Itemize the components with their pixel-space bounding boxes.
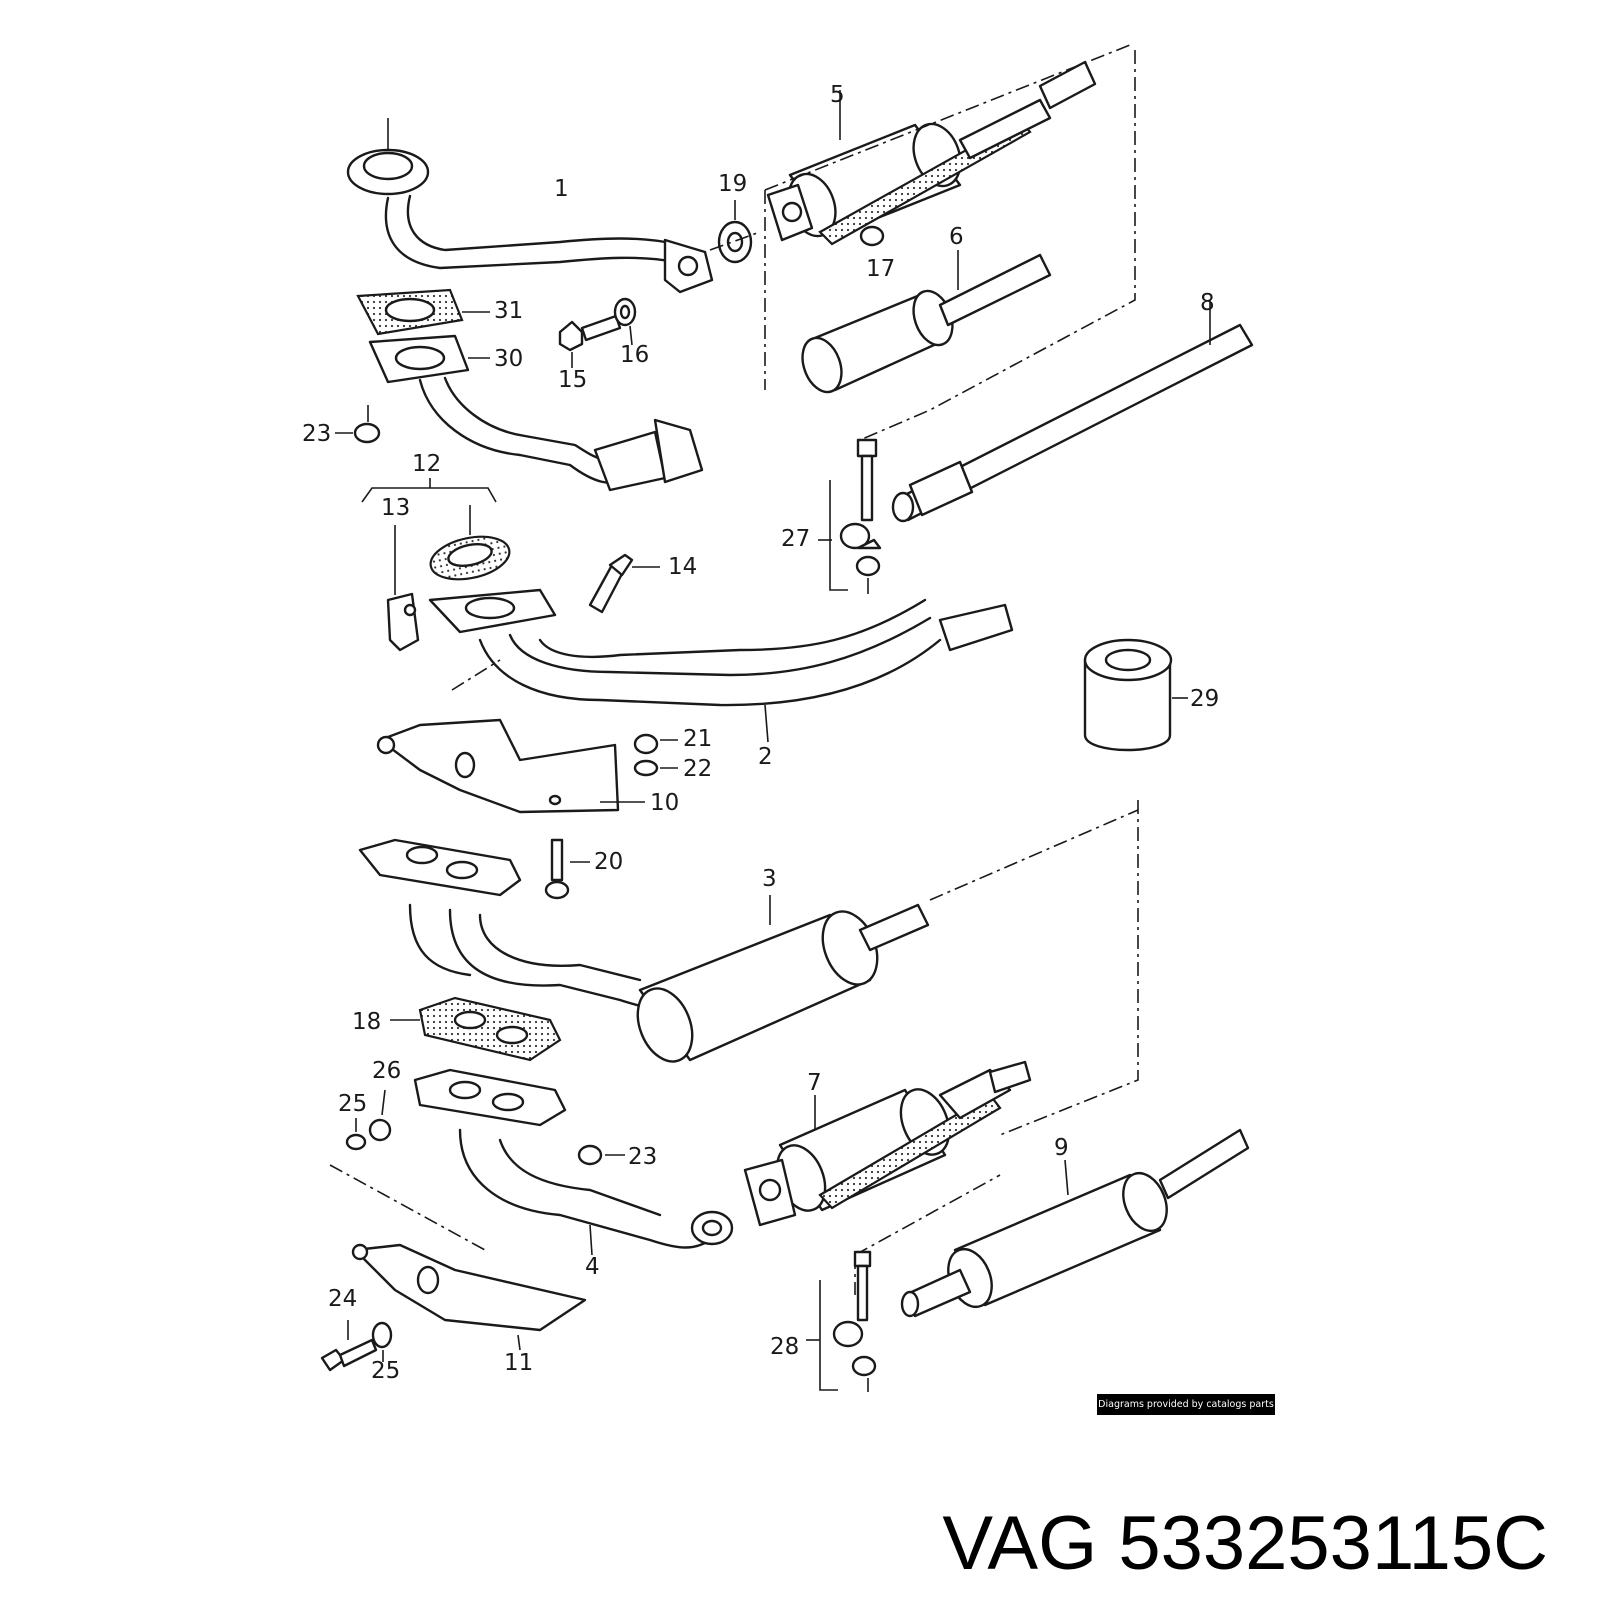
label-20: 20 [594, 849, 624, 875]
label-9: 9 [1054, 1135, 1069, 1161]
label-7: 7 [807, 1070, 822, 1096]
catalytic-converter-5 [766, 60, 1097, 246]
washer-25b [371, 1321, 393, 1362]
label-5: 5 [830, 82, 845, 108]
label-11: 11 [504, 1350, 534, 1376]
tail-pipe-8 [891, 300, 1254, 523]
label-2: 2 [758, 744, 773, 770]
silencer-6 [801, 250, 1052, 394]
nut-23a [335, 405, 381, 444]
label-10: 10 [650, 790, 680, 816]
label-31: 31 [494, 298, 524, 324]
bolt-24 [320, 1320, 378, 1372]
label-27: 27 [781, 526, 811, 552]
seal-ring [429, 535, 511, 581]
part-number-caption: VAG 533253115C [942, 1501, 1548, 1586]
rubber-bushing-29 [1083, 638, 1188, 752]
clamp-27 [818, 438, 882, 594]
flange-30 [368, 334, 490, 384]
gasket-13 [386, 592, 420, 652]
gasket-group-12 [361, 478, 497, 595]
bolt-15 [558, 314, 622, 368]
label-26: 26 [372, 1058, 402, 1084]
washer-16 [613, 297, 637, 346]
label-24: 24 [328, 1286, 358, 1312]
label-12: 12 [412, 451, 442, 477]
nut-21 [633, 733, 678, 755]
exhaust-manifold-3 [358, 838, 930, 1063]
label-8: 8 [1200, 290, 1215, 316]
label-14: 14 [668, 554, 698, 580]
label-4: 4 [585, 1254, 600, 1280]
downpipe-with-cat [418, 376, 704, 492]
label-21: 21 [683, 726, 713, 752]
clamp-28 [806, 1250, 877, 1392]
label-23-upper: 23 [302, 421, 332, 447]
label-19: 19 [718, 171, 748, 197]
label-15: 15 [558, 367, 588, 393]
front-pipe-1 [346, 118, 714, 294]
label-29: 29 [1190, 686, 1220, 712]
nut-17 [859, 225, 885, 247]
heat-shield-11 [351, 1243, 587, 1351]
label-30: 30 [494, 346, 524, 372]
label-6: 6 [949, 224, 964, 250]
bracket-10 [376, 659, 645, 814]
label-3: 3 [762, 866, 777, 892]
gasket-31 [356, 288, 490, 336]
label-28: 28 [770, 1334, 800, 1360]
label-16: 16 [620, 342, 650, 368]
label-23-lower: 23 [628, 1144, 658, 1170]
washer-22 [633, 759, 678, 777]
label-22: 22 [683, 756, 713, 782]
ring-19 [717, 200, 753, 264]
bolt-20 [544, 838, 590, 900]
catalytic-converter-7 [743, 1060, 1032, 1227]
washer-25a [345, 1118, 367, 1151]
rear-muffler-9 [900, 1128, 1250, 1318]
label-13: 13 [381, 495, 411, 521]
label-25-lower: 25 [371, 1358, 401, 1384]
front-pipe-2 [428, 588, 1014, 743]
stud-14 [588, 553, 660, 614]
nut-23c [577, 1144, 625, 1166]
manifold-gasket-18 [390, 996, 562, 1062]
label-1: 1 [554, 176, 569, 202]
exhaust-manifold-4 [413, 1068, 734, 1256]
label-25-upper: 25 [338, 1091, 368, 1117]
diagram-credit-badge: Diagrams provided by catalogs parts [1097, 1394, 1275, 1415]
label-17: 17 [866, 256, 896, 282]
label-18: 18 [352, 1009, 382, 1035]
nut-26 [368, 1089, 392, 1142]
